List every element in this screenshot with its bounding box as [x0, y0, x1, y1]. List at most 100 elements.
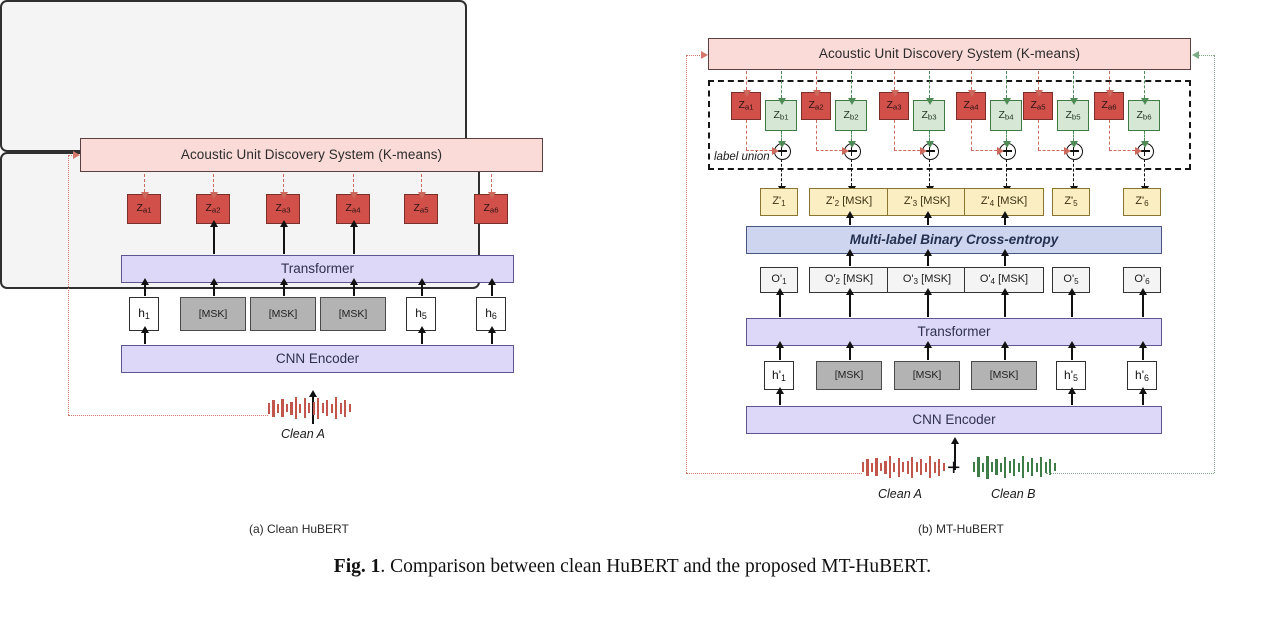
panel-b-zprime-box-5: Z'5: [1052, 188, 1090, 216]
panel-b-transformer-bar: Transformer: [746, 318, 1162, 346]
panel-a-arrow-hidden-to-transformer-1: [141, 278, 148, 296]
panel-a-arrow-hidden-to-transformer-3: [280, 278, 287, 296]
panel-b-za-drop-2: [816, 120, 817, 150]
panel-b-za-to-plus-2: [816, 146, 849, 155]
panel-b-subcaption: (b) MT-HuBERT: [918, 522, 1004, 536]
panel-a-dashed-arrow-4: [349, 174, 358, 199]
panel-b-plus-to-zprime-1: [777, 159, 786, 193]
panel-a-subcaption: (a) Clean HuBERT: [249, 522, 349, 536]
panel-b-dashed-arrow-za-2: [812, 71, 821, 97]
panel-b-za-to-plus-4: [971, 146, 1004, 155]
panel-a-dashed-arrow-5: [417, 174, 426, 199]
panel-b-feedback-red-left: [686, 55, 687, 473]
panel-a-dashed-arrow-6: [487, 174, 496, 199]
panel-b-dashed-arrow-zb-5: [1069, 71, 1078, 105]
panel-b-arrow-hidden-to-transformer-2: [846, 341, 853, 360]
panel-b-arrow-cnn-to-hidden-6: [1139, 387, 1146, 405]
panel-b-hidden-3: [MSK]: [894, 361, 960, 390]
panel-b-arrow-hidden-to-transformer-3: [924, 341, 931, 360]
panel-b-hidden-1: h'1: [764, 361, 794, 390]
panel-b-wave-label-b: Clean B: [991, 487, 1036, 501]
panel-b-feedback-green-bottom: [1046, 473, 1214, 474]
panel-b-za-to-plus-6: [1109, 146, 1142, 155]
panel-b-dashed-arrow-zb-6: [1140, 71, 1149, 105]
panel-b-plus-to-zprime-6: [1140, 159, 1149, 193]
panel-a-feedback-left: [68, 155, 69, 415]
panel-b-za-drop-3: [894, 120, 895, 150]
panel-a-hidden-1: h1: [129, 297, 159, 331]
panel-b-za-drop-4: [971, 120, 972, 150]
panel-b-plus-sign: +: [947, 454, 961, 480]
panel-b-plus-to-zprime-5: [1069, 159, 1078, 193]
panel-b-arrow-hidden-to-transformer-6: [1139, 341, 1146, 360]
panel-b-arrow-transformer-to-oprime-3: [924, 288, 931, 317]
panel-b-bce-bar: Multi-label Binary Cross-entropy: [746, 226, 1162, 254]
panel-b-input-arrow: [951, 437, 958, 470]
panel-a-arrow-hidden-to-transformer-4: [350, 278, 357, 296]
panel-b-dashed-arrow-za-5: [1034, 71, 1043, 97]
panel-b-zb-to-plus-2: [847, 131, 856, 148]
panel-b-za-drop-5: [1038, 120, 1039, 150]
panel-b-dashed-arrow-za-4: [967, 71, 976, 97]
panel-b-za-to-plus-5: [1038, 146, 1071, 155]
panel-a-transformer-bar: Transformer: [121, 255, 514, 283]
panel-a-model-body: [0, 0, 467, 152]
panel-a-feedback-top: [68, 155, 74, 156]
panel-b-oprime-box-1: O'1: [760, 267, 798, 293]
panel-a-wave-label: Clean A: [281, 427, 326, 441]
panel-b-cnn-bar: CNN Encoder: [746, 406, 1162, 434]
panel-b-za-to-plus-3: [894, 146, 927, 155]
panel-b-arrow-hidden-to-transformer-5: [1068, 341, 1075, 360]
panel-b-dashed-arrow-za-1: [742, 71, 751, 97]
panel-b-zb-to-plus-1: [777, 131, 786, 148]
panel-b-zb-to-plus-4: [1002, 131, 1011, 148]
panel-b-arrow-transformer-to-oprime-2: [846, 288, 853, 317]
panel-a-acoustic-unit-bar: Acoustic Unit Discovery System (K-means): [80, 138, 543, 172]
panel-b-zb-to-plus-5: [1069, 131, 1078, 148]
panel-a-hidden-6: h6: [476, 297, 506, 331]
panel-a-arrow-hidden-to-transformer-6: [488, 278, 495, 296]
panel-b-arrow-bce-to-zprime-4: [1001, 211, 1008, 225]
panel-b-zb-box-6: Zb6: [1128, 100, 1160, 131]
panel-b-za-box-1: Za1: [731, 92, 761, 120]
panel-a-arrow-cnn-to-hidden-6: [488, 326, 495, 344]
panel-b-arrow-transformer-to-oprime-5: [1068, 288, 1075, 317]
panel-b-arrow-cnn-to-hidden-5: [1068, 387, 1075, 405]
panel-a-arrow-transformer-to-z-2: [210, 220, 217, 254]
panel-b-hidden-6: h'6: [1127, 361, 1157, 390]
panel-a-z-box-6: Za6: [474, 194, 508, 224]
panel-a-waveform-clean-a: [268, 393, 351, 423]
panel-b-za-drop-1: [746, 120, 747, 150]
panel-b-arrow-transformer-to-oprime-1: [776, 288, 783, 317]
panel-b-hidden-2: [MSK]: [816, 361, 882, 390]
figure-caption: Fig. 1. Comparison between clean HuBERT …: [0, 556, 1265, 578]
panel-a-z-box-2: Za2: [196, 194, 230, 224]
panel-b-za-drop-6: [1109, 120, 1110, 150]
panel-b-za-to-plus-1: [746, 146, 779, 155]
panel-b-arrow-bce-to-zprime-2: [846, 211, 853, 225]
panel-a-arrow-cnn-to-hidden-1: [141, 326, 148, 344]
panel-b-zb-to-plus-3: [925, 131, 934, 148]
panel-b-plus-to-zprime-3: [925, 159, 934, 193]
panel-b-acoustic-unit-bar: Acoustic Unit Discovery System (K-means): [708, 38, 1191, 70]
panel-b-zb-to-plus-6: [1140, 131, 1149, 148]
figure-caption-label: Fig. 1: [333, 556, 381, 577]
panel-b-arrow-transformer-to-oprime-6: [1139, 288, 1146, 317]
panel-b-plus-to-zprime-4: [1002, 159, 1011, 193]
panel-a-cnn-bar: CNN Encoder: [121, 345, 514, 373]
panel-b-dashed-arrow-za-6: [1105, 71, 1114, 97]
panel-b-plus-to-zprime-2: [847, 159, 856, 193]
panel-a-arrow-cnn-to-hidden-5: [418, 326, 425, 344]
panel-b-feedback-green-right: [1214, 55, 1215, 473]
panel-b-arrow-cnn-to-hidden-1: [776, 387, 783, 405]
panel-b-label-union-container: [708, 80, 1191, 170]
panel-a-hidden-3: [MSK]: [250, 297, 316, 331]
panel-b-waveform-clean-b: [973, 452, 1056, 482]
panel-b-feedback-red-bottom: [686, 473, 862, 474]
panel-a-dashed-arrow-3: [279, 174, 288, 199]
panel-a-arrow-hidden-to-transformer-2: [210, 278, 217, 296]
panel-a-hidden-4: [MSK]: [320, 297, 386, 331]
panel-a-feedback-bottom: [68, 415, 268, 416]
panel-b-zprime-box-1: Z'1: [760, 188, 798, 216]
panel-b-zb-box-4: Zb4: [990, 100, 1022, 131]
